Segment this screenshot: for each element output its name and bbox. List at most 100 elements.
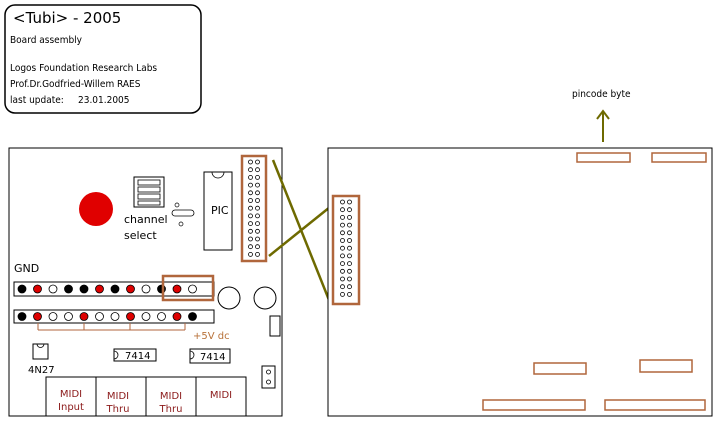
gnd-label: GND [14,262,39,275]
header-pin [347,253,352,259]
header-pin [248,244,253,250]
header-pin [347,261,352,267]
chip-7414-2: 7414 [189,348,231,364]
header-pin [340,222,345,228]
pic-chip: PIC [203,171,233,251]
header-pin [340,199,345,205]
header-pin [340,268,345,274]
chip2-label: 7414 [200,352,225,363]
header-pin [340,276,345,282]
header-pin [248,174,253,180]
right-header-pins [340,199,352,297]
channel-label: channel [124,213,168,226]
terminal-dot [172,284,182,294]
terminal-dot [126,312,135,321]
header-pin [340,214,345,220]
header-pin [255,221,260,227]
terminal-dot [33,312,42,321]
regulator [269,315,281,337]
terminal-dot [33,284,42,294]
header-pin [255,159,260,165]
header-pin [347,268,352,274]
pincode-annotation: pincode byte [572,89,631,142]
header-pin [347,284,352,290]
midi-connector-3: MIDI Thru [145,376,197,417]
header-pin [248,228,253,234]
terminal-dot [64,284,73,294]
header-pin [340,291,345,297]
right-board-outline [327,147,713,417]
header-pin [347,245,352,251]
title-frame [4,4,202,114]
organisation-text: Logos Foundation Research Labs [10,63,157,74]
bottom-row-dots [17,312,197,321]
header-pin [255,174,260,180]
header-pin [255,205,260,211]
chip-7414-1: 7414 [113,348,157,362]
pincode-label: pincode byte [572,89,631,100]
midi-connector-4: MIDI [195,376,247,417]
header-pin [248,205,253,211]
ribbon-cable-2 [268,202,336,257]
title-box: <Tubi> - 2005 Board assembly Logos Found… [4,4,202,114]
header-pin [248,167,253,173]
terminal-dot [188,284,197,294]
vdc-label: +5V dc [193,331,230,342]
midi-connector-1: MIDI Input [45,376,97,417]
header-pin [340,238,345,243]
terminal-dot [48,284,58,294]
terminal-dot [48,312,58,321]
header-pin [347,199,352,205]
footprint-bottom-right [604,399,706,411]
header-pin [347,230,352,236]
footprint-mid-right [639,359,693,373]
header-pin [248,213,253,219]
select-label: select [124,229,157,242]
header-pin [255,213,260,219]
header-pin [347,291,352,297]
terminal-dot [110,312,120,321]
midi-connector-1-line1: MIDI [60,389,82,400]
capacitor-2 [253,286,277,310]
optocoupler: 4N27 [28,343,55,376]
subtitle-text: Board assembly [10,35,83,46]
update-date: 23.01.2005 [78,95,130,106]
header-pin [255,182,260,188]
terminal-dot [172,312,182,321]
header-pin [255,190,260,196]
header-pin [255,228,260,234]
pic-label: PIC [211,204,229,217]
header-pin [347,238,352,243]
footprint-mid-left [533,362,587,375]
pincode-footprint [576,152,631,163]
midi-connector-2-line1: MIDI [107,391,129,402]
right-board [327,147,713,417]
footprint-bottom-left [482,399,586,411]
header-pin [248,221,253,227]
terminal-dot [126,284,135,294]
terminal-dot [17,284,27,294]
header-pin [248,159,253,165]
terminal-dot [157,284,166,294]
midi-connector-3-line2: Thru [159,404,183,415]
opto-label: 4N27 [28,365,55,376]
midi-connector-3-line1: MIDI [160,391,182,402]
power-highlight [161,274,215,302]
terminal-dot [141,312,151,321]
chip1-label: 7414 [125,351,150,362]
header-pin [340,284,345,290]
midi-connector-1-line2: Input [58,402,84,413]
bus-bracket [37,323,186,331]
header-pin [340,261,345,267]
capacitor-1 [217,286,241,310]
header-pin [340,207,345,213]
author-text: Prof.Dr.Godfried-Willem RAES [10,79,141,90]
header-pin [255,167,260,173]
terminal-dot [64,312,73,321]
terminal-dot [17,312,27,321]
header-pin [248,236,253,242]
midi-connector-2-line2: Thru [106,404,130,415]
header-pin [347,276,352,282]
terminal-dot [157,312,166,321]
